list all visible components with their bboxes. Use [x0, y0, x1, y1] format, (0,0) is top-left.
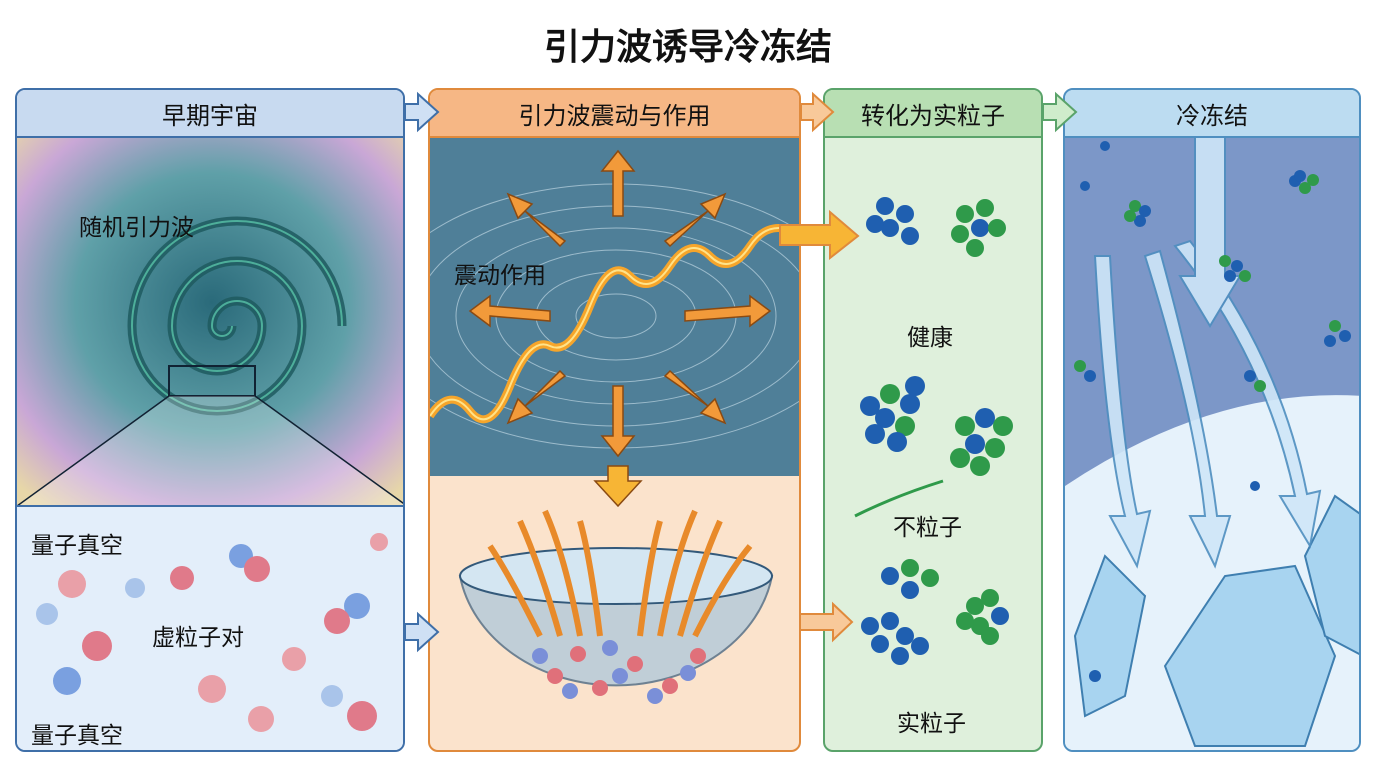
panel-gw-vibration: 引力波震动与作用 震动作用: [428, 88, 801, 752]
frozen-particles: [1074, 141, 1351, 682]
particle-cluster: [860, 197, 1013, 665]
panel-early-universe: 早期宇宙 随机引力波 量子真空 虚粒子对 量子真空: [15, 88, 405, 752]
label-quantum-vacuum-bottom: 量子真空: [31, 723, 123, 749]
green-arrow: [854, 479, 944, 518]
arrow-wave-to-particles: [779, 209, 860, 261]
vibration-illustration: [430, 136, 799, 704]
panel-real-particles: 转化为实粒子 健康 不粒子 实粒子: [823, 88, 1043, 752]
label-health: 健康: [907, 325, 953, 351]
diagram-title: 引力波诱导冷冻结: [543, 27, 832, 68]
label-vibration: 震动作用: [454, 263, 546, 289]
label-virtual-pairs: 虚粒子对: [152, 625, 244, 651]
panel-freeze-out: 冷冻结: [1063, 88, 1361, 752]
arrow-panel2-to-panel3: [800, 91, 835, 133]
virtual-particle-pairs: [36, 533, 388, 732]
arrow-vacuum-to-bowl: [404, 611, 440, 653]
panel-header: 冷冻结: [1065, 90, 1359, 138]
zoom-box: [168, 365, 256, 397]
arrow-panel3-to-panel4: [1042, 91, 1078, 133]
arrow-panel1-to-panel2: [404, 91, 440, 133]
label-not-particle: 不粒子: [893, 515, 962, 541]
label-quantum-vacuum-top: 量子真空: [31, 533, 123, 559]
arrow-bowl-to-particles: [799, 601, 854, 643]
upward-arrows: [487, 509, 753, 638]
panel-header: 转化为实粒子: [825, 90, 1041, 138]
ice-crystals: [1073, 494, 1359, 747]
panel-header: 早期宇宙: [17, 90, 403, 138]
particles-illustration: [854, 197, 1013, 665]
vibration-arrows: [468, 149, 772, 508]
freeze-illustration: [1065, 136, 1359, 750]
panel-header: 引力波震动与作用: [430, 90, 799, 138]
label-random-gw: 随机引力波: [79, 215, 194, 241]
label-real-particle: 实粒子: [897, 711, 966, 737]
early-universe-illustration: [17, 136, 403, 750]
